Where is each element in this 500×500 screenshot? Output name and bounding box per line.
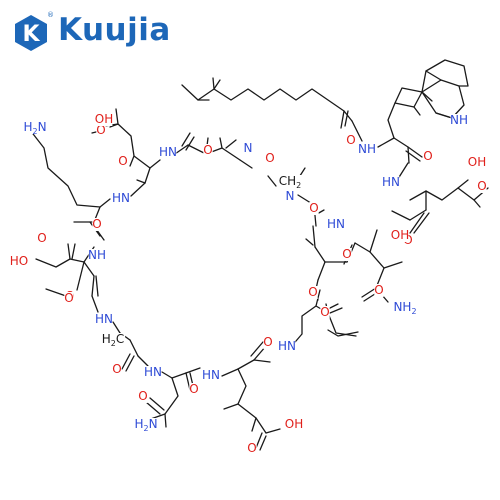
atom-label-bg [96,124,106,137]
atom-label-bg [320,306,330,319]
atom-label-hn-ile: HN [278,339,296,353]
atom-label-nh-indole: NH [450,113,468,127]
atom-label-bg [144,366,162,379]
atom-label-nh2-hasn: NH2 [393,300,416,316]
atom-label-bg [95,113,113,126]
atom-label-hn-asp: HN [159,145,177,159]
atom-label-bg [423,150,433,163]
atom-label-bg [64,292,74,305]
atom-label-bg [327,218,345,231]
registered-mark: ® [47,11,54,19]
brand-name: Kuujia [58,12,171,48]
atom-label-bg [477,180,487,193]
logo-mark: K [22,22,40,47]
atom-label-hn-mglu: HN [202,368,220,382]
atom-label-o-mglu-acid: O [247,441,256,455]
atom-label-h2n-asn: H2N [134,417,157,433]
atom-label-bg [346,134,356,147]
atom-label-o-meglu-co: O [64,291,73,305]
atom-label-o-meglu-acid: O [37,231,46,245]
atom-label-bg [22,121,48,134]
atom-label-bg [285,418,303,431]
atom-label-bg [92,218,102,231]
atom-label-bg [243,142,253,155]
atom-label-hn-glu: HN [382,175,400,189]
atom-label-h2c: H2C [102,332,125,348]
atom-label-hn-thr: HN [327,217,345,231]
atom-label-nh-trp: NH [358,142,376,156]
atom-label-hn-lys: HN [112,191,130,205]
atom-label-bg [450,114,468,127]
atom-label-o-asp-top: O [96,123,105,137]
atom-label-bg [202,369,220,382]
atom-label-bg [133,418,159,431]
atom-label-o-ile: O [320,305,329,319]
atom-label-bg [95,313,113,326]
atom-label-oh-mglu: OH [285,417,303,431]
atom-label-bg [88,249,106,262]
atom-label-o-hasn-amide: O [374,283,383,297]
atom-label-bg [247,442,257,455]
atom-label-bg [138,390,148,403]
atom-label-bg [100,333,126,346]
atom-label-bg [265,152,275,165]
atom-label-o-sar: O [309,201,318,215]
atom-label-nh-meglu: NH [88,248,106,262]
atom-label-o-ester: O [308,285,317,299]
atom-label-bg [374,284,384,297]
atom-label-o-trp: O [423,149,432,163]
atom-label-o-gly2: O [112,362,121,376]
atom-label-o-gly: O [265,151,274,165]
atom-labels: NHONHOHNOOHOOOHH2NOHNONOCH2NHNOOHNOOHOHO… [10,112,487,455]
atom-label-bg [37,232,47,245]
atom-label-hn-gly2: HN [95,312,113,326]
atom-label-bg [358,143,376,156]
atom-label-bg [392,301,418,314]
atom-label-bg [112,363,122,376]
atom-label-bg [10,255,28,268]
atom-label-bg [468,156,486,169]
atom-label-bg [308,286,318,299]
atom-label-o-mglu: O [263,335,272,349]
atom-label-h2n-lys: H2N [23,120,46,136]
atom-label-o-lipid-amide: O [346,133,355,147]
kuujia-logo-icon: K [15,15,47,51]
atom-label-o-asn: O [189,382,198,396]
atom-label-ho-meglu: HO [10,254,28,268]
atom-label-o-lys: O [92,217,101,231]
atom-label-o-asn-amide: O [138,389,147,403]
atom-label-bg [263,336,273,349]
atom-label-ch2: CH2 [279,174,302,190]
atom-label-bg [203,144,213,157]
atom-label-n-sar: N [286,189,295,203]
atom-label-hn-asn: HN [144,365,162,379]
atom-label-bg [189,383,199,396]
atom-label-bg [277,175,303,188]
atom-label-o-glu-acid: O [477,179,486,193]
atom-label-oh-asp-top: OH [95,112,113,126]
atom-label-bg [342,248,352,261]
atom-label-n-ala: N [244,141,253,155]
atom-label-bg [118,155,128,168]
atom-label-oh-glu-acid: OH [468,155,486,169]
atom-label-o-asp-ring: O [118,154,127,168]
atom-label-bg [285,190,295,203]
atom-label-oh-hasn: OH [391,228,409,242]
atom-label-bg [382,176,400,189]
atom-label-o-ala: O [203,143,212,157]
atom-label-o-hasn: O [342,247,351,261]
atom-label-bg [159,146,177,159]
atom-label-bg [309,202,319,215]
atom-label-bg [391,229,409,242]
atom-label-bg [112,192,130,205]
atom-label-bg [278,340,296,353]
